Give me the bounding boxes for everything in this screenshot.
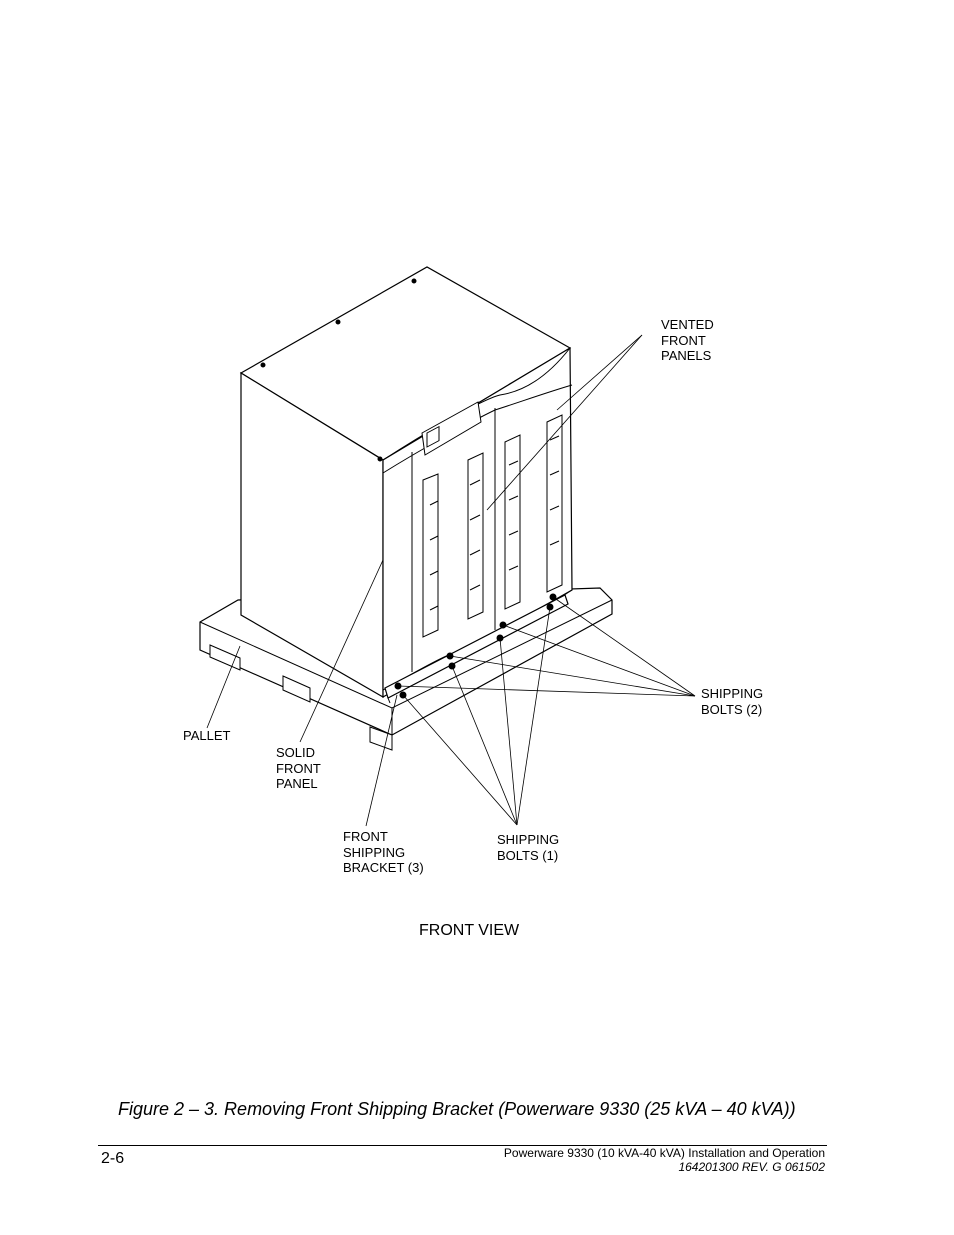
callout-front-shipping-bracket: FRONT SHIPPING BRACKET (3): [343, 829, 424, 875]
callout-leader-lines: [206, 334, 696, 827]
footer-divider: [98, 1145, 827, 1146]
figure-caption: Figure 2 – 3. Removing Front Shipping Br…: [118, 1099, 796, 1119]
callout-solid-front-panel: SOLID FRONT PANEL: [276, 745, 321, 791]
callout-vented-front-panels: VENTED FRONT PANELS: [661, 317, 714, 363]
callout-pallet: PALLET: [183, 728, 231, 743]
document-title: Powerware 9330 (10 kVA-40 kVA) Installat…: [503, 1146, 825, 1160]
callout-shipping-bolts-2: SHIPPING BOLTS (2): [701, 686, 764, 717]
document-revision: 164201300 REV. G 061502: [678, 1160, 825, 1174]
page-number: 2-6: [101, 1150, 125, 1167]
shipping-bracket: [384, 593, 569, 704]
cabinet: [239, 266, 573, 699]
callout-shipping-bolts-1: SHIPPING BOLTS (1): [497, 832, 560, 863]
view-label: FRONT VIEW: [419, 922, 520, 939]
